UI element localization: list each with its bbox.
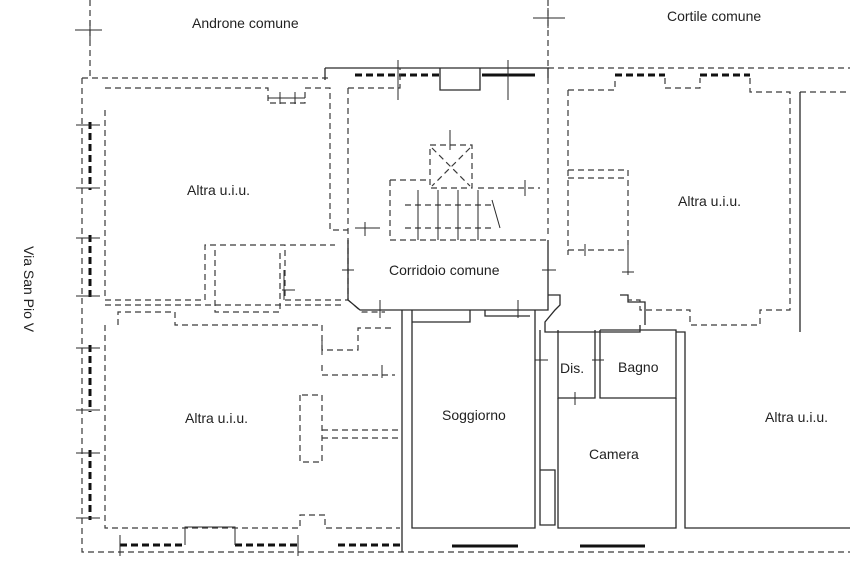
unit-nw [104,87,348,313]
bottom-facade [119,526,645,556]
label-camera: Camera [589,446,639,462]
label-via: Via San Pio V [21,246,37,333]
label-androne: Androne comune [192,15,299,31]
unit-sw [104,311,400,529]
top-facade [324,60,750,100]
unit-se [799,91,850,332]
label-altra-sw: Altra u.i.u. [185,410,248,426]
unit-ne [567,78,791,326]
label-dis: Dis. [560,360,584,376]
left-wall [76,122,100,520]
label-corridoio: Corridoio comune [389,262,500,278]
label-cortile: Cortile comune [667,8,761,24]
label-altra-nw: Altra u.i.u. [187,182,250,198]
outer-boundary [75,0,850,553]
stair-core [342,68,556,318]
label-altra-ne: Altra u.i.u. [678,193,741,209]
label-soggiorno: Soggiorno [442,407,506,423]
label-altra-se: Altra u.i.u. [765,409,828,425]
main-apartment-walls [401,294,850,552]
label-bagno: Bagno [618,359,659,375]
